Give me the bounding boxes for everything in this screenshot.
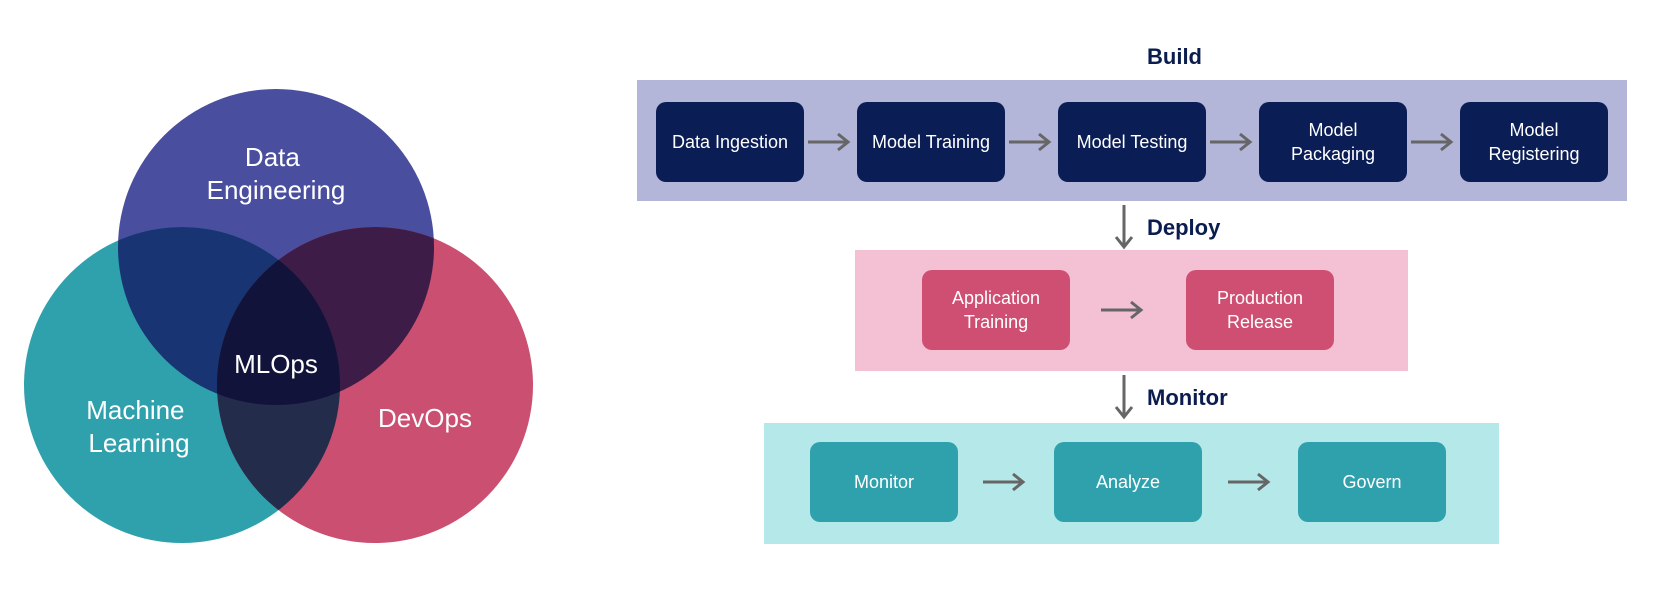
build-step-model-registering: Model Registering xyxy=(1460,102,1608,182)
mlops-venn-diagram: Data Engineering Machine Learning DevOps… xyxy=(24,89,533,543)
monitor-step-label: Analyze xyxy=(1095,472,1161,492)
deploy-step-label: Production Release xyxy=(1216,288,1304,332)
build-step-label: Data Ingestion xyxy=(671,132,789,152)
deploy-step-label: Application Training xyxy=(951,288,1041,332)
deploy-title: Deploy xyxy=(1147,215,1221,240)
build-title: Build xyxy=(1147,44,1202,69)
build-step-model-testing: Model Testing xyxy=(1058,102,1206,182)
arrow-down-icon xyxy=(1114,375,1134,420)
venn-label-machine-learning: Machine Learning xyxy=(86,395,192,458)
venn-label-data-engineering: Data Engineering xyxy=(207,142,346,205)
build-step-data-ingestion: Data Ingestion xyxy=(656,102,804,182)
build-step-label: Model Training xyxy=(871,132,991,152)
arrow-right-icon xyxy=(1210,132,1253,152)
arrow-down-icon xyxy=(1114,205,1134,250)
monitor-step-monitor: Monitor xyxy=(810,442,958,522)
build-step-model-packaging: Model Packaging xyxy=(1259,102,1407,182)
arrow-right-icon xyxy=(808,132,851,152)
arrow-right-icon xyxy=(1228,472,1271,492)
deploy-step-application-training: Application Training xyxy=(922,270,1070,350)
build-step-label: Model Registering xyxy=(1488,120,1580,164)
monitor-step-analyze: Analyze xyxy=(1054,442,1202,522)
overlap-mlops xyxy=(217,227,340,405)
monitor-step-govern: Govern xyxy=(1298,442,1446,522)
build-step-label: Model Testing xyxy=(1076,132,1188,152)
arrow-right-icon xyxy=(1101,300,1144,320)
arrow-right-icon xyxy=(1009,132,1052,152)
monitor-title: Monitor xyxy=(1147,385,1228,410)
venn-label-devops: DevOps xyxy=(378,403,472,433)
build-step-label: Model Packaging xyxy=(1290,120,1376,164)
arrow-right-icon xyxy=(983,472,1026,492)
venn-label-mlops: MLOps xyxy=(234,349,318,379)
deploy-step-production-release: Production Release xyxy=(1186,270,1334,350)
monitor-step-label: Monitor xyxy=(853,472,915,492)
build-step-model-training: Model Training xyxy=(857,102,1005,182)
monitor-step-label: Govern xyxy=(1342,472,1402,492)
arrow-right-icon xyxy=(1411,132,1454,152)
